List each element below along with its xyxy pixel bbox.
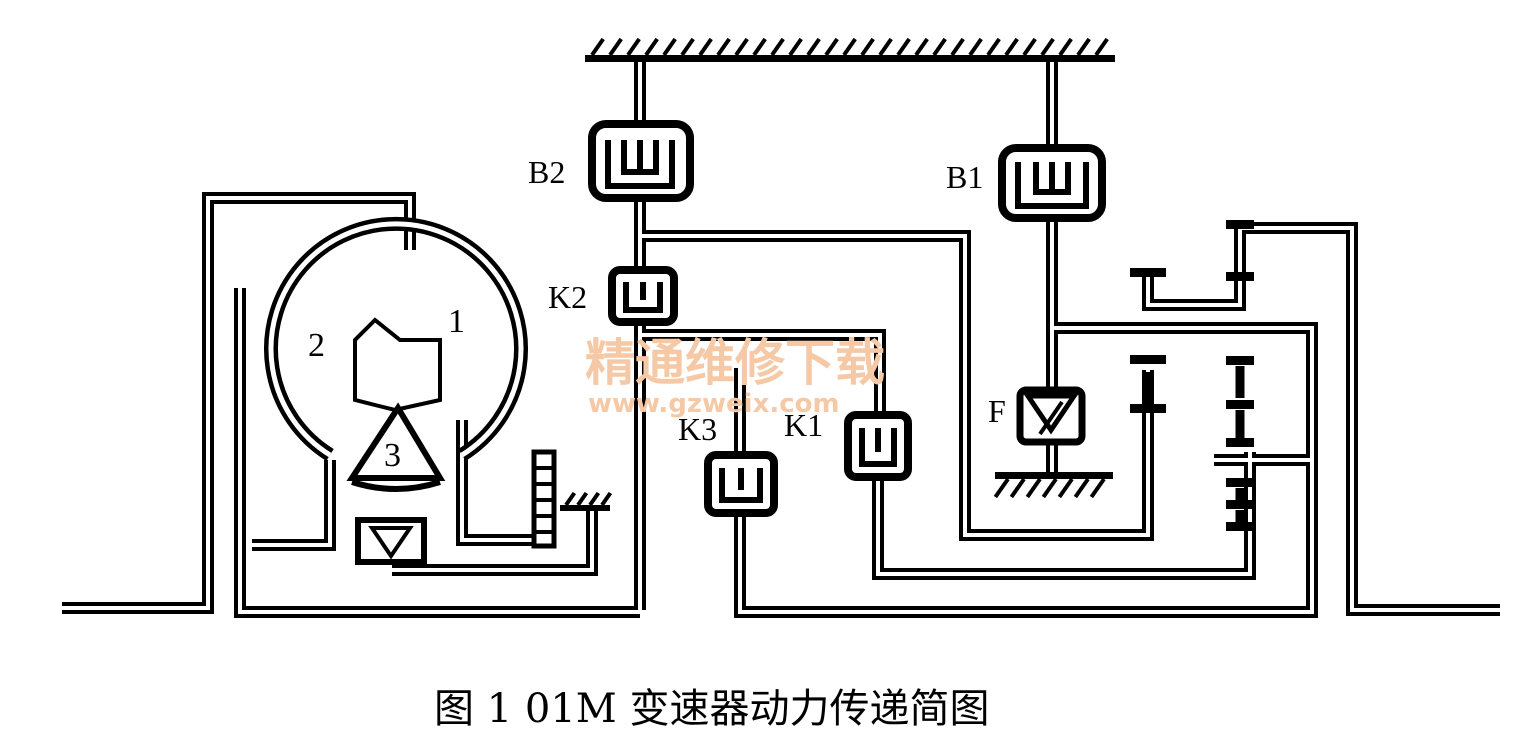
brake-b1 (998, 144, 1106, 222)
pump-ground (560, 505, 610, 511)
figure-caption: 图 1 01M 变速器动力传递简图 (434, 686, 989, 732)
k1-label: K1 (784, 407, 823, 443)
clutch-k2 (608, 266, 678, 326)
turbine-label: 1 (448, 303, 465, 340)
brake-b2 (588, 120, 694, 202)
k2-label: K2 (548, 279, 587, 315)
k3-label: K3 (678, 411, 717, 447)
f-label: F (988, 393, 1006, 429)
ground-hatch-pump (564, 491, 613, 507)
torque-converter: 2 1 3 (264, 216, 557, 565)
clutch-k3 (704, 451, 778, 517)
component-labels: B2 B1 K2 K3 K1 F (528, 154, 1006, 447)
watermark-url: www.gzweix.com (588, 389, 840, 419)
ground-hatch-top (590, 37, 1109, 57)
housing-ground-top (585, 55, 1115, 62)
shaft-lines (62, 55, 1500, 618)
ground-hatch-f (993, 477, 1106, 499)
freewheel-f (1016, 386, 1086, 446)
b1-label: B1 (946, 159, 983, 195)
watermark-text: 精通维修下载 (585, 334, 885, 392)
watermark: 精通维修下载 www.gzweix.com (585, 334, 885, 419)
b2-label: B2 (528, 154, 565, 190)
stator-label: 3 (384, 437, 401, 474)
planetary-gearset (1130, 220, 1254, 531)
freewheel-ground (995, 472, 1113, 479)
clutch-k1 (844, 411, 912, 481)
pump-label: 2 (308, 327, 325, 364)
